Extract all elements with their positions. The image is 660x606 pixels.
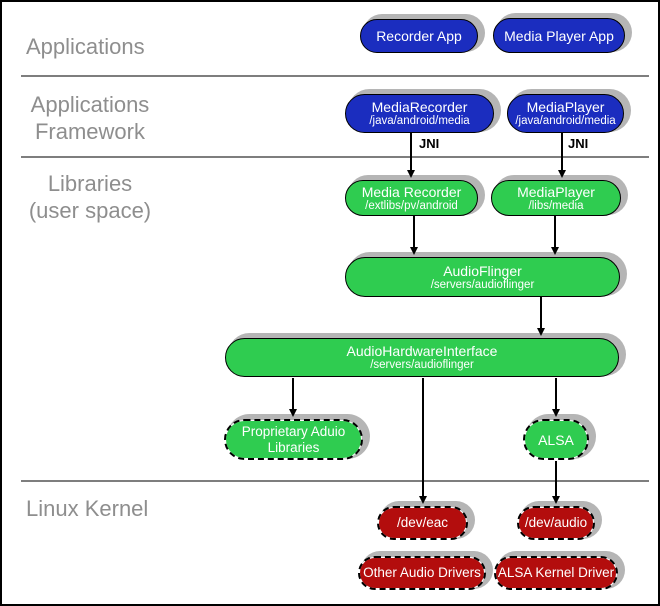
- node-audiohardwareinterface: AudioHardwareInterface /servers/audiofli…: [225, 338, 619, 377]
- node-alsa: ALSA: [523, 419, 589, 460]
- node-title: /dev/audio: [524, 515, 588, 530]
- node-alsa-kernel-driver: ALSA Kernel Driver: [494, 556, 618, 590]
- layer-label-line: (user space): [28, 198, 152, 223]
- node-recorder-app: Recorder App: [360, 19, 478, 53]
- node-title: MediaPlayer: [526, 99, 605, 115]
- arrow-mediarecorder-to-audioflinger: [409, 216, 418, 255]
- arrow-audioflinger-to-ahi: [536, 297, 545, 336]
- node-title: MediaRecorder: [371, 99, 468, 115]
- layer-label-applications-framework: Applications Framework: [22, 91, 158, 145]
- node-title: Other Audio Drivers: [363, 565, 481, 580]
- node-mediaplayer-framework: MediaPlayer /java/android/media: [507, 94, 624, 133]
- layer-divider: [21, 156, 649, 158]
- layer-label-line: Framework: [34, 119, 145, 144]
- node-media-player-app: Media Player App: [493, 18, 625, 53]
- node-title: ALSA Kernel Driver: [497, 565, 615, 580]
- jni-label-left: JNI: [419, 136, 440, 151]
- arrow-ahi-to-proprietary: [288, 378, 297, 417]
- node-title: Recorder App: [376, 28, 462, 44]
- arrow-alsa-to-dev-audio: [551, 461, 560, 504]
- node-subtitle: /extlibs/pv/android: [365, 199, 458, 212]
- arrow-ahi-to-alsa: [551, 378, 560, 417]
- node-subtitle: /java/android/media: [515, 115, 616, 127]
- node-title: AudioHardwareInterface: [346, 343, 498, 359]
- arrow-mediaplayer-jni: [557, 133, 566, 178]
- node-title: AudioFlinger: [443, 262, 522, 279]
- node-subtitle: /servers/audioflinger: [370, 359, 474, 371]
- node-title: Proprietary Aduio Libraries: [241, 423, 346, 455]
- arrow-ahi-to-dev-eac: [418, 378, 427, 504]
- layer-label-line: Applications: [30, 92, 150, 117]
- node-title: ALSA: [538, 431, 574, 448]
- arrow-mediaplayer-to-audioflinger: [550, 216, 559, 255]
- jni-label-right: JNI: [568, 136, 589, 151]
- node-mediarecorder-framework: MediaRecorder /java/android/media: [345, 94, 494, 133]
- node-dev-audio: /dev/audio: [517, 506, 595, 540]
- layer-label-libraries: Libraries (user space): [22, 170, 158, 224]
- node-title: Media Recorder: [361, 183, 462, 200]
- node-mediaplayer-lib: MediaPlayer /libs/media: [491, 180, 621, 216]
- layer-label-applications: Applications: [26, 34, 145, 59]
- layer-label-linux-kernel: Linux Kernel: [26, 496, 149, 521]
- node-subtitle: /servers/audioflinger: [430, 278, 535, 291]
- layer-label-line: Libraries: [47, 171, 133, 196]
- layer-divider: [21, 480, 649, 482]
- node-title: MediaPlayer: [517, 183, 595, 200]
- node-media-recorder-lib: Media Recorder /extlibs/pv/android: [345, 180, 478, 216]
- node-subtitle: /libs/media: [528, 199, 584, 212]
- node-title: Media Player App: [504, 27, 614, 44]
- layer-divider: [21, 75, 649, 77]
- arrow-mediarecorder-jni: [406, 133, 415, 178]
- node-other-audio-drivers: Other Audio Drivers: [358, 556, 486, 590]
- node-dev-eac: /dev/eac: [377, 506, 468, 540]
- node-subtitle: /java/android/media: [369, 115, 470, 127]
- node-title: /dev/eac: [396, 515, 449, 530]
- node-audioflinger: AudioFlinger /servers/audioflinger: [345, 257, 620, 297]
- node-proprietary-audio-libraries: Proprietary Aduio Libraries: [224, 419, 363, 460]
